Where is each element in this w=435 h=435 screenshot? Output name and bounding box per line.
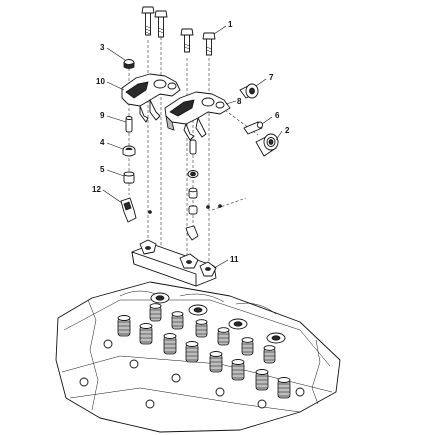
cap-5 xyxy=(123,171,135,184)
callout-2: 2 xyxy=(285,126,290,135)
bolt-long-2 xyxy=(154,10,168,38)
callout-8: 8 xyxy=(237,97,242,106)
clip-12 xyxy=(120,197,137,223)
rocker-arm-assembly-front xyxy=(121,73,181,123)
pushrod-9 xyxy=(125,116,133,133)
roller-2 xyxy=(255,133,279,157)
callout-7: 7 xyxy=(269,73,274,82)
callout-1: 1 xyxy=(228,20,233,29)
callout-11: 11 xyxy=(230,255,239,264)
callout-6: 6 xyxy=(275,111,280,120)
seal-4 xyxy=(122,145,136,157)
callout-12: 12 xyxy=(92,185,101,194)
clip-12b xyxy=(185,225,199,241)
callout-3: 3 xyxy=(100,43,105,52)
callout-labels: 1 2 3 4 5 6 7 8 9 10 11 12 xyxy=(92,20,290,264)
bracket-11 xyxy=(131,239,217,287)
valve-springs-front-row xyxy=(117,315,291,399)
seal-4b xyxy=(187,170,199,178)
bolt-long-1 xyxy=(141,6,155,36)
nut-3 xyxy=(123,59,135,69)
callout-4: 4 xyxy=(100,138,105,147)
injector-bores xyxy=(150,292,286,344)
bolt-short-1 xyxy=(180,28,194,53)
valve-springs-rear-row xyxy=(149,303,276,364)
pin-6 xyxy=(243,121,263,135)
fastener-dots xyxy=(148,204,222,232)
callout-5: 5 xyxy=(100,165,105,174)
cap-5b xyxy=(188,187,198,215)
leader-lines xyxy=(102,25,283,269)
bolt-short-2 xyxy=(202,32,216,56)
head-bolt-bosses xyxy=(79,339,305,409)
callout-10: 10 xyxy=(96,77,105,86)
spacer-7 xyxy=(239,83,259,99)
rocker-arm-assembly-rear xyxy=(164,91,231,141)
callout-9: 9 xyxy=(100,111,105,120)
pushrod-9b xyxy=(189,139,197,155)
